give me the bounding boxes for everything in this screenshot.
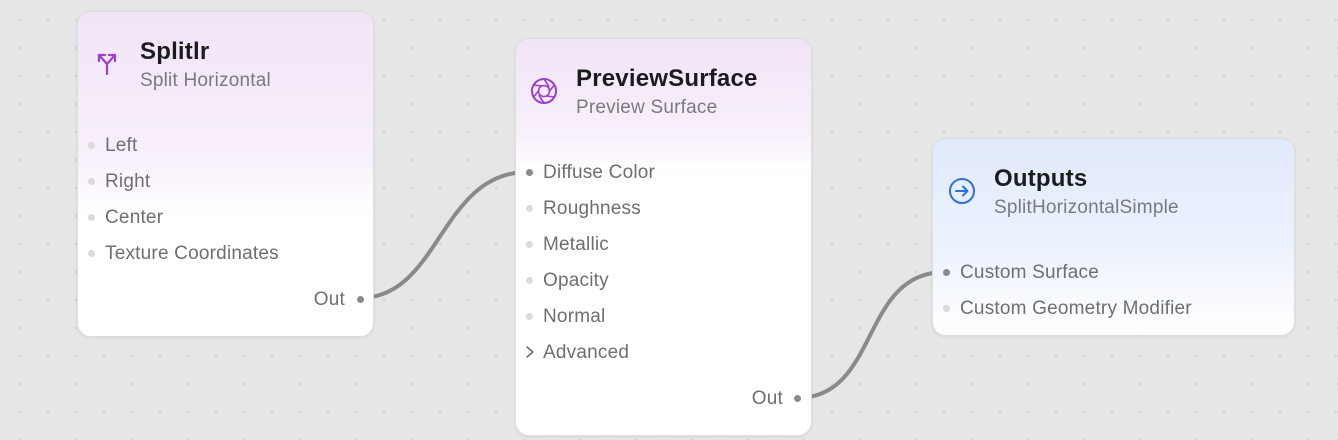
output-port-dot[interactable] bbox=[357, 296, 364, 303]
input-port-opacity[interactable]: Opacity bbox=[543, 270, 609, 291]
input-port-dot[interactable] bbox=[526, 205, 533, 212]
input-port-dot[interactable] bbox=[943, 305, 950, 312]
input-port-right[interactable]: Right bbox=[105, 171, 151, 192]
output-port-out[interactable]: Out bbox=[313, 289, 345, 310]
input-port-roughness[interactable]: Roughness bbox=[543, 198, 641, 219]
input-port-custom-surface[interactable]: Custom Surface bbox=[960, 262, 1100, 283]
node-subtitle: Preview Surface bbox=[576, 97, 718, 118]
advanced-disclosure[interactable]: Advanced bbox=[543, 342, 630, 363]
input-port-left[interactable]: Left bbox=[105, 135, 138, 156]
node-title: PreviewSurface bbox=[576, 65, 758, 92]
input-port-dot[interactable] bbox=[88, 250, 95, 257]
input-port-dot[interactable] bbox=[88, 214, 95, 221]
node-preview-surface[interactable]: PreviewSurface Preview Surface Diffuse C… bbox=[515, 38, 812, 436]
input-port-dot[interactable] bbox=[526, 277, 533, 284]
node-subtitle: SplitHorizontalSimple bbox=[994, 197, 1179, 218]
wire-splitlr-to-diffuse-color[interactable] bbox=[358, 170, 530, 300]
input-port-dot[interactable] bbox=[88, 142, 95, 149]
input-port-metallic[interactable]: Metallic bbox=[543, 234, 610, 255]
input-port-dot[interactable] bbox=[88, 178, 95, 185]
aperture-icon bbox=[531, 78, 557, 104]
node-outputs[interactable]: Outputs SplitHorizontalSimple Custom Sur… bbox=[932, 138, 1295, 336]
input-port-dot[interactable] bbox=[526, 313, 533, 320]
output-port-dot[interactable] bbox=[794, 395, 801, 402]
node-splitlr[interactable]: Splitlr Split Horizontal Left Right Cent… bbox=[77, 11, 374, 337]
input-port-center[interactable]: Center bbox=[105, 207, 164, 228]
node-title: Splitlr bbox=[140, 38, 210, 65]
chevron-right-icon[interactable] bbox=[525, 345, 535, 359]
input-port-normal[interactable]: Normal bbox=[543, 306, 606, 327]
wire-preview-to-custom-surface[interactable] bbox=[795, 270, 947, 400]
input-port-dot[interactable] bbox=[943, 269, 950, 276]
arrow-circle-right-icon bbox=[949, 178, 975, 204]
input-port-texture-coordinates[interactable]: Texture Coordinates bbox=[105, 243, 279, 264]
input-port-dot[interactable] bbox=[526, 241, 533, 248]
input-port-custom-geometry-modifier[interactable]: Custom Geometry Modifier bbox=[960, 298, 1192, 319]
node-subtitle: Split Horizontal bbox=[140, 70, 271, 91]
input-port-diffuse-color[interactable]: Diffuse Color bbox=[543, 162, 656, 183]
node-title: Outputs bbox=[994, 165, 1088, 192]
input-port-dot[interactable] bbox=[526, 169, 533, 176]
output-port-out[interactable]: Out bbox=[751, 388, 783, 409]
split-arrows-icon bbox=[97, 53, 117, 76]
